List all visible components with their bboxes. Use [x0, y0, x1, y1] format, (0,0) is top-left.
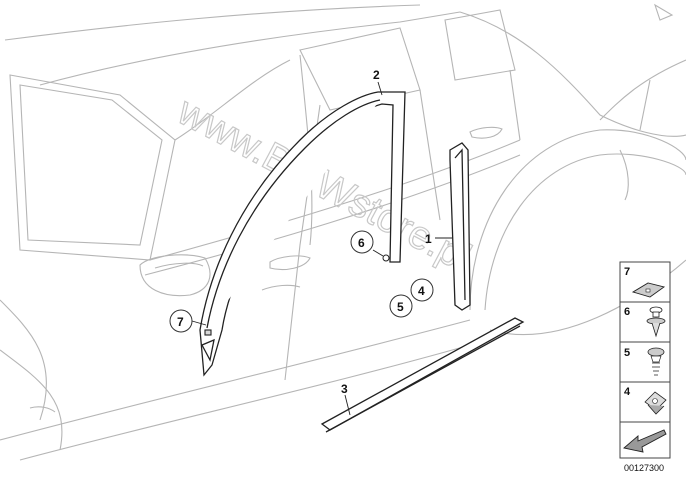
- part-1-pillar-cover: [435, 142, 471, 311]
- document-number: 00127300: [624, 463, 664, 473]
- direction-arrow-icon: [623, 429, 667, 453]
- svg-text:5: 5: [624, 347, 630, 359]
- svg-text:4: 4: [624, 386, 631, 398]
- svg-text:7: 7: [177, 315, 184, 329]
- legend-item-5: [619, 341, 671, 383]
- svg-text:4: 4: [418, 284, 425, 298]
- clip-bracket-icon: [631, 282, 666, 298]
- callout-2: 2: [373, 68, 383, 96]
- svg-text:1: 1: [425, 232, 432, 246]
- callout-6: 6: [350, 230, 374, 254]
- part-2-door-frame-seal: [199, 91, 406, 377]
- svg-text:6: 6: [358, 236, 365, 250]
- callout-5: 5: [389, 294, 413, 318]
- expanding-rivet-icon: [646, 306, 666, 338]
- car-body-outline: [0, 3, 686, 461]
- svg-text:6: 6: [624, 306, 630, 318]
- part-6-rivet: [372, 249, 390, 262]
- callout-3: 3: [341, 382, 348, 396]
- svg-text:3: 3: [341, 382, 348, 396]
- clip-nut-icon: [644, 391, 667, 415]
- callout-1: 1: [425, 232, 432, 246]
- callout-4: 4: [410, 278, 434, 302]
- svg-text:5: 5: [397, 300, 404, 314]
- callout-7: 7: [169, 309, 207, 333]
- watermark-text: www.BMWstore.pl: [170, 89, 478, 281]
- spring-clip-icon: [647, 347, 665, 376]
- parts-legend: 7 6 5 4: [619, 261, 671, 473]
- part-3-sill-strip: [320, 317, 525, 433]
- svg-text:7: 7: [624, 266, 630, 278]
- svg-text:2: 2: [373, 68, 380, 82]
